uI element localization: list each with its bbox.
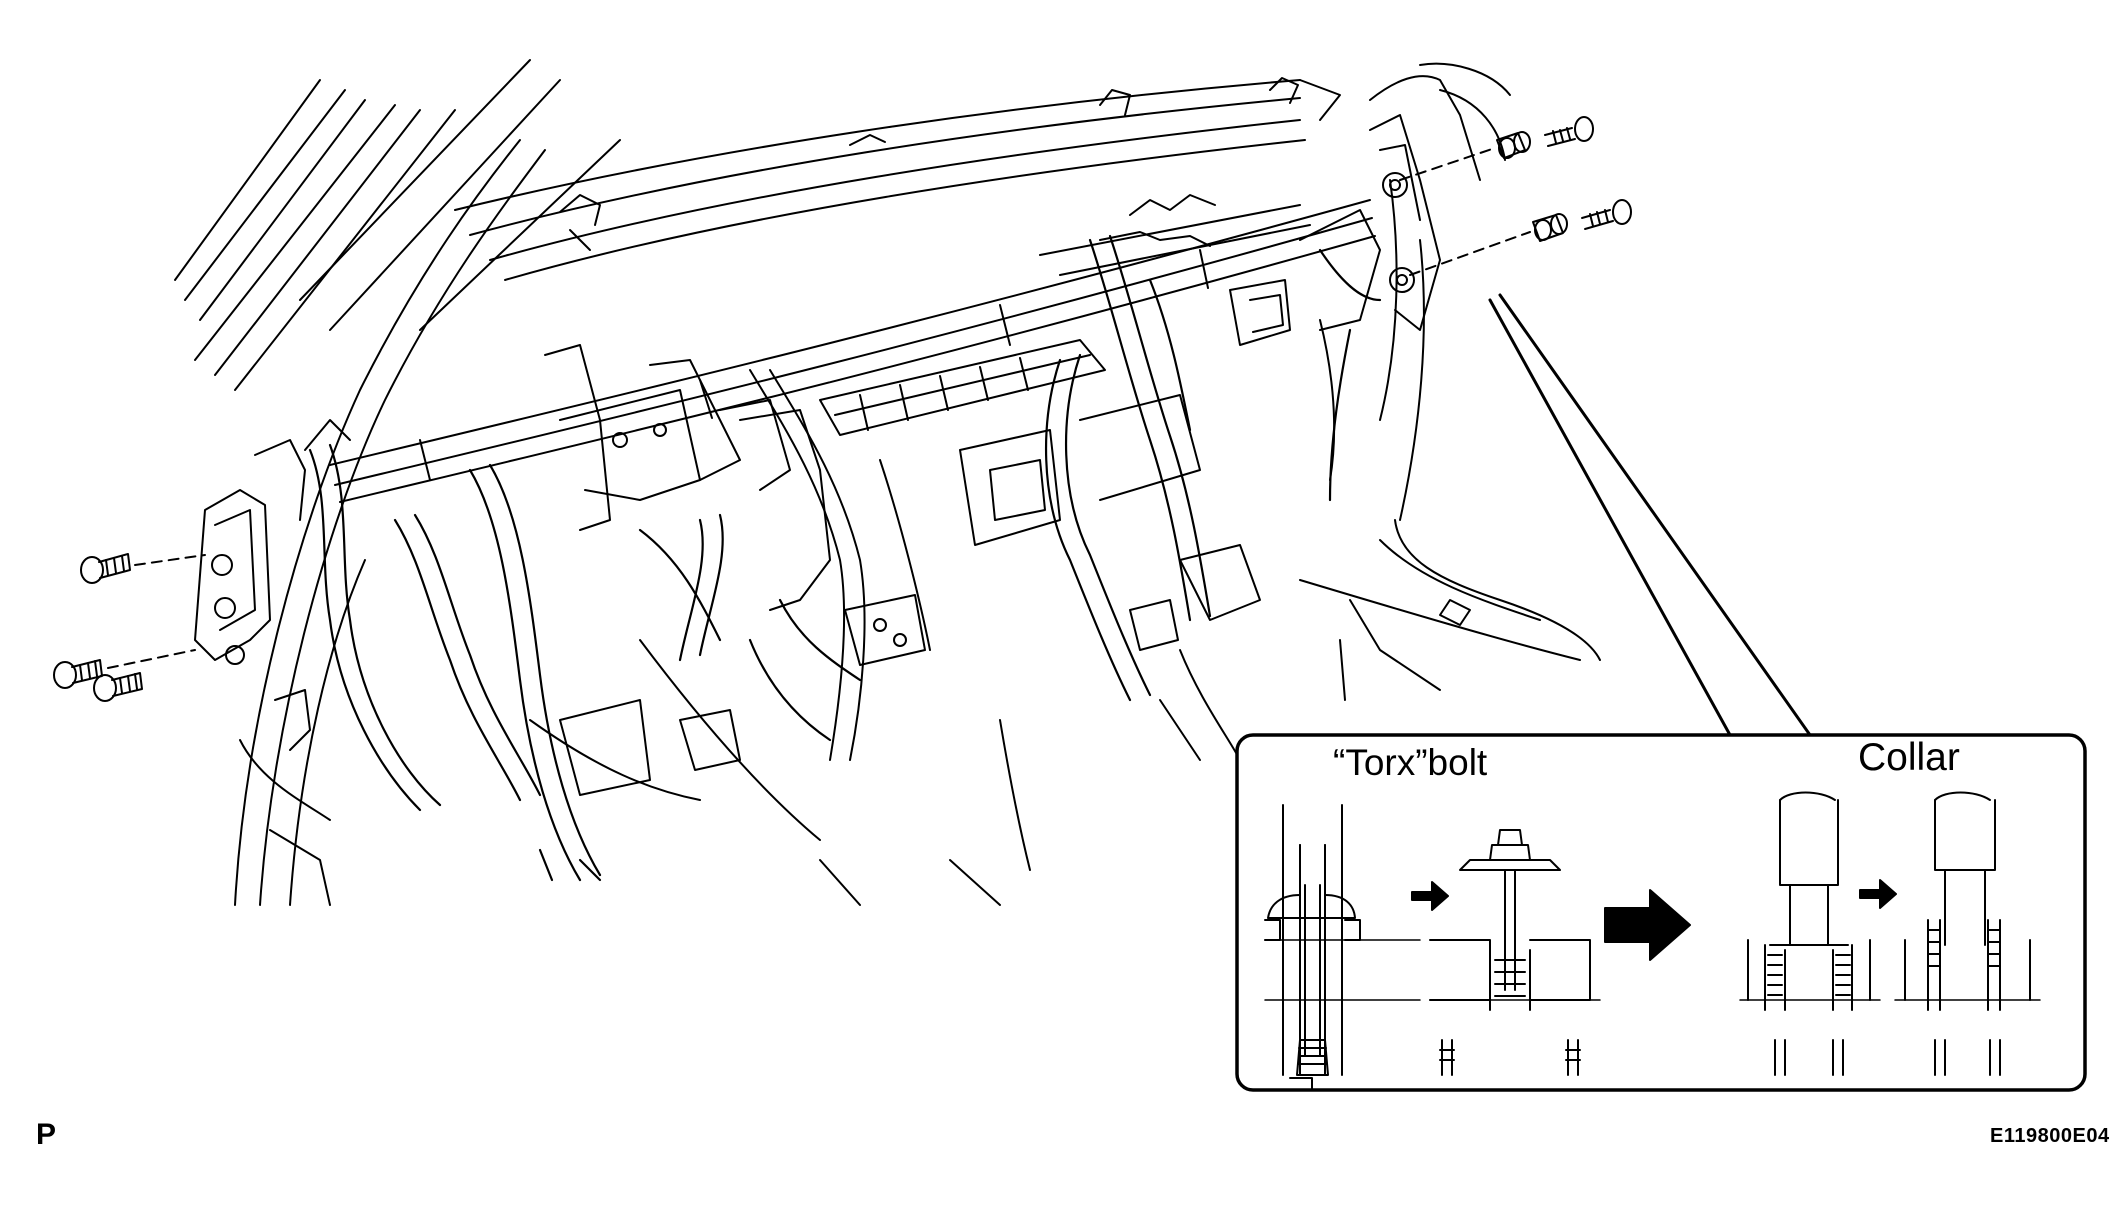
upper-collar-bolt xyxy=(1399,116,1594,181)
left-side-bracket xyxy=(194,439,331,906)
heater-unit-and-ducts xyxy=(739,194,1311,651)
a-pillar-left xyxy=(174,59,621,906)
left-torx-bolts xyxy=(53,553,206,702)
instrument-panel-reinforcement xyxy=(329,199,1376,503)
right-collars-and-bolts xyxy=(1399,116,1632,276)
detail-inset xyxy=(1235,733,2087,1092)
left-bolt-lower xyxy=(93,672,143,702)
step-arrow-1 xyxy=(1411,881,1449,911)
cowl-top-edge xyxy=(454,77,1341,281)
step-arrow-big xyxy=(1604,889,1691,961)
lower-collar-bolt xyxy=(1409,199,1632,276)
floor-and-console-outlines xyxy=(529,579,1581,906)
collar-step2 xyxy=(1904,791,2031,1076)
torx-bolt-label: “Torx”bolt xyxy=(1333,742,1488,783)
step-arrow-2 xyxy=(1859,879,1897,909)
wire-harnesses xyxy=(308,234,1382,882)
left-bolt-upper xyxy=(80,553,206,584)
collar-step1 xyxy=(1747,791,1871,1076)
torx-bolt-step2 xyxy=(1429,829,1591,1076)
collar-label: Collar xyxy=(1858,736,1960,779)
figure-id: E119800E04 xyxy=(1990,1125,2110,1147)
center-stay-brackets xyxy=(544,344,1179,871)
left-bolt-middle xyxy=(53,649,196,689)
a-pillar-right xyxy=(1369,62,1601,661)
right-side-bracket xyxy=(1299,114,1441,481)
inset-callout-lines xyxy=(1488,293,1812,737)
page-code: P xyxy=(36,1118,57,1151)
